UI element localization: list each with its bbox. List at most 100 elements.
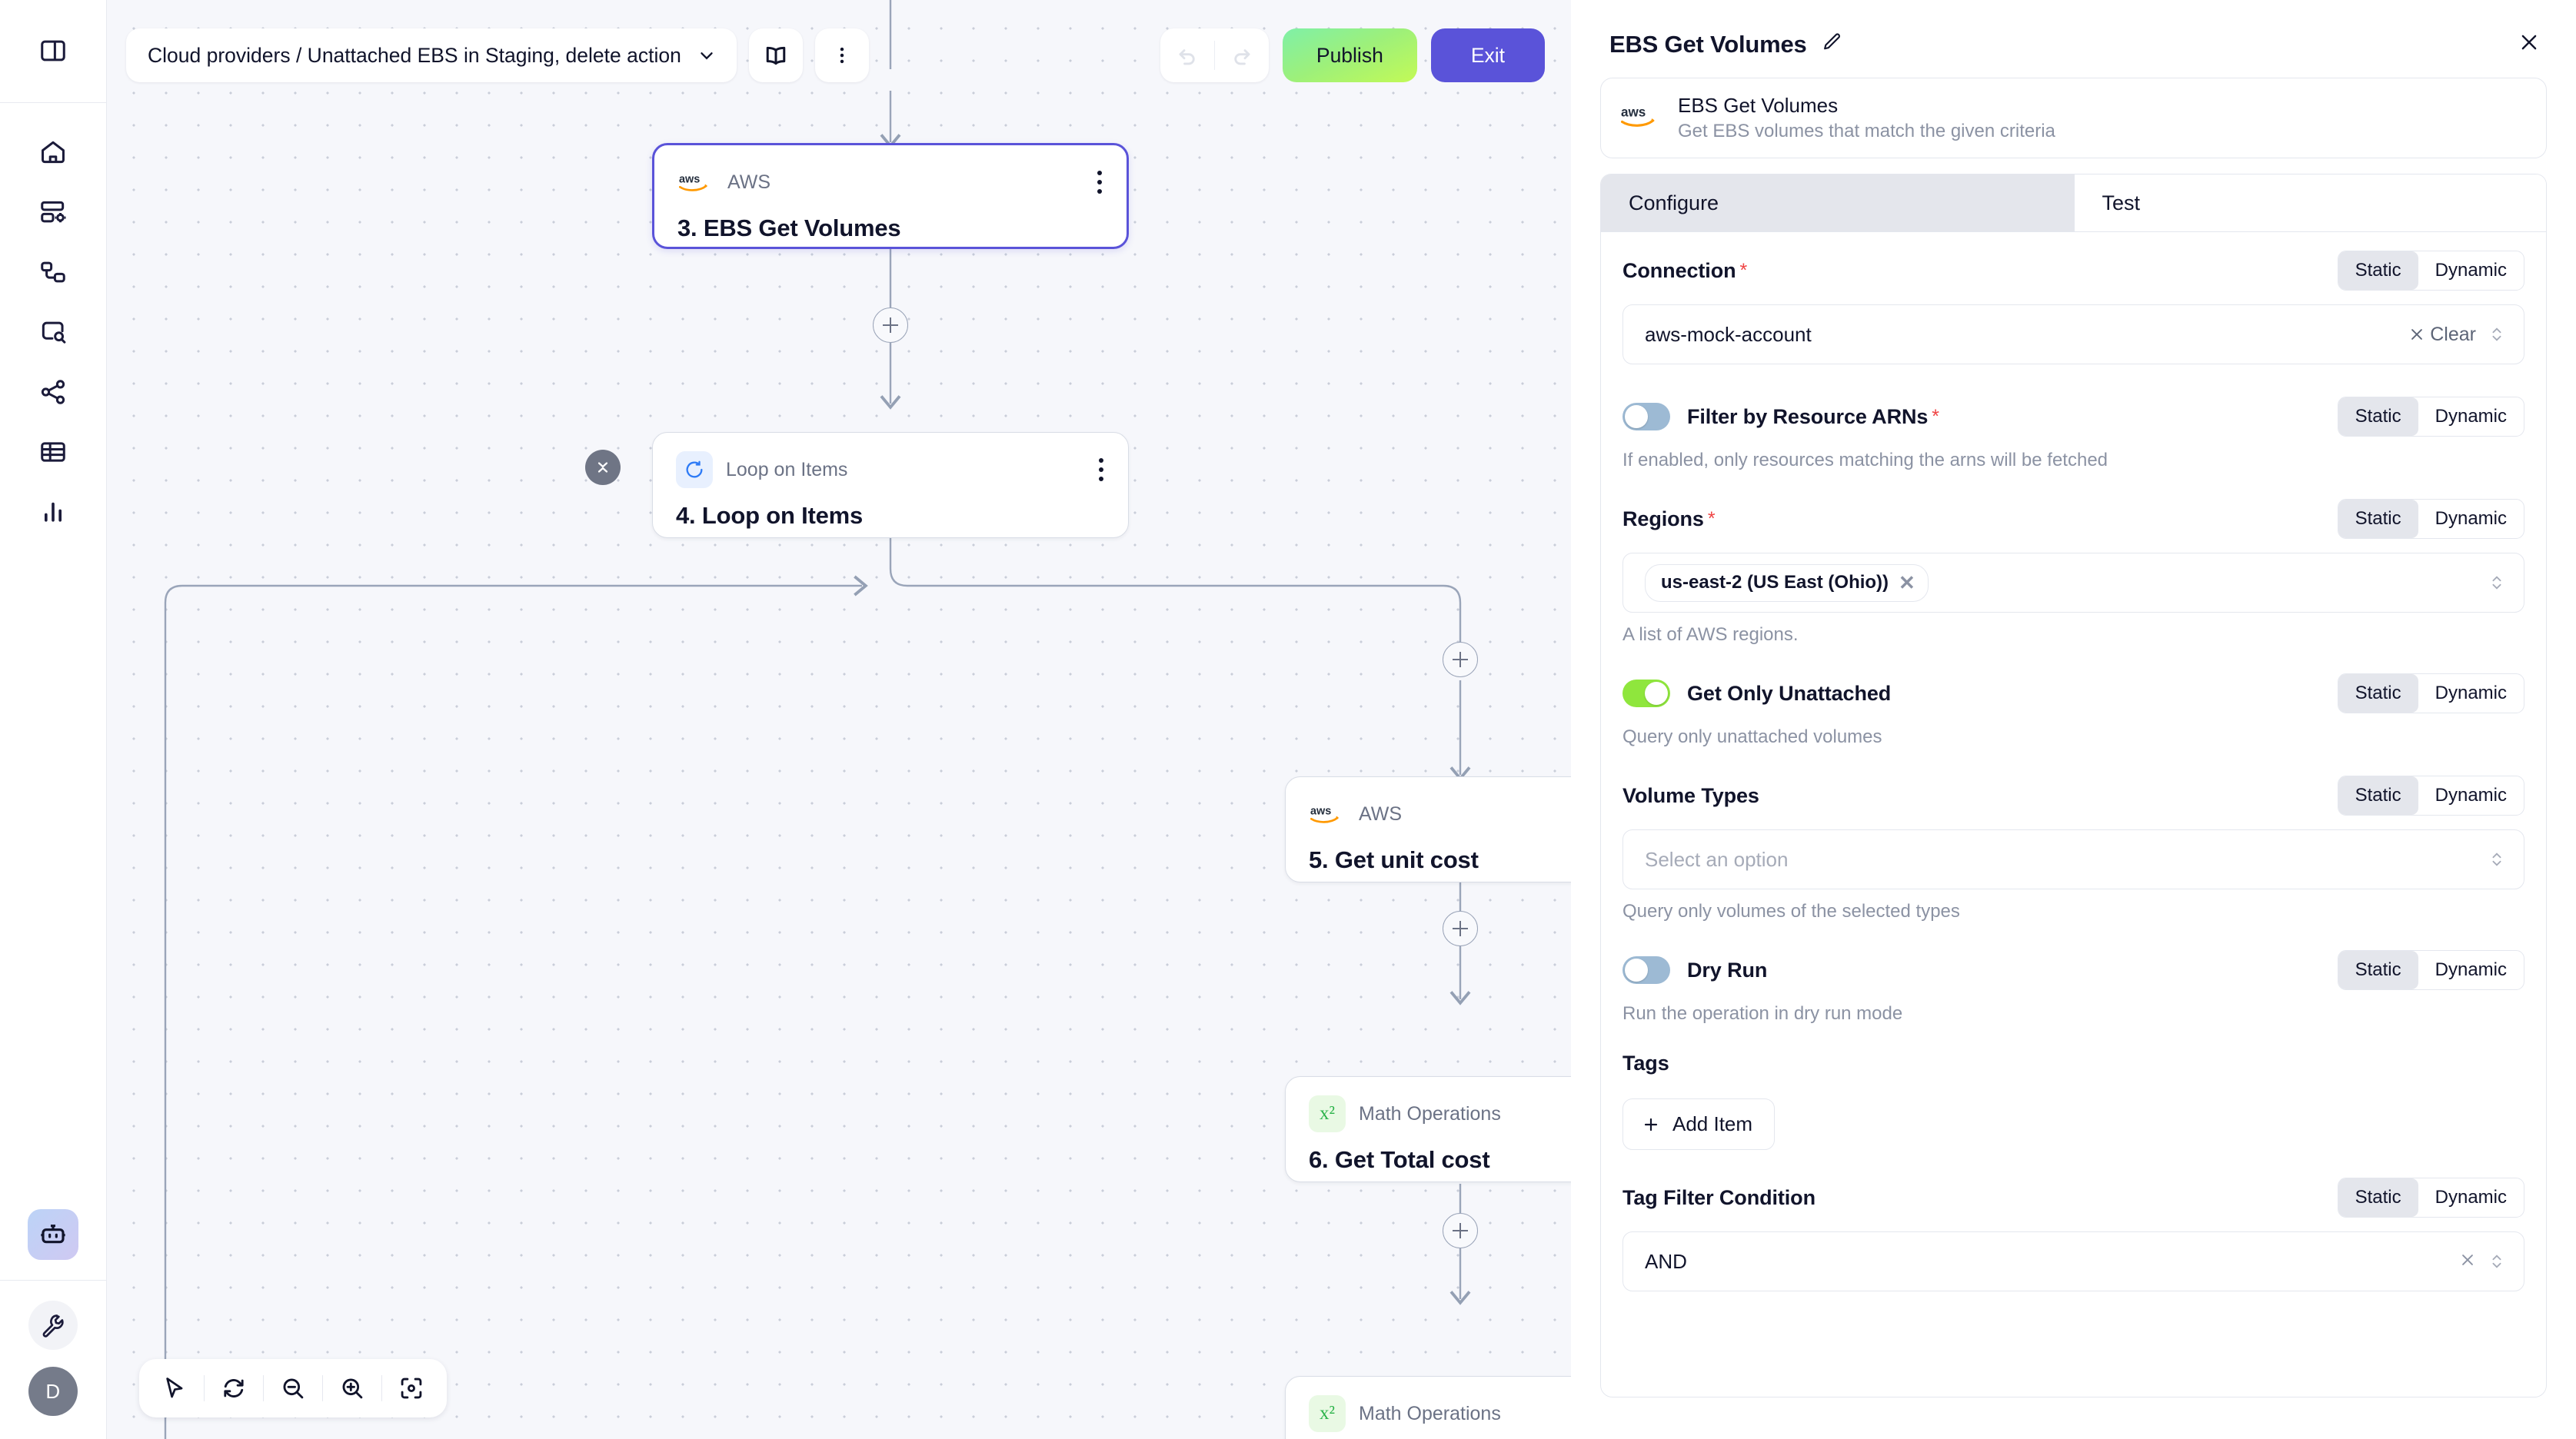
volume-types-hint: Query only volumes of the selected types	[1622, 901, 1960, 922]
add-step-button-1[interactable]	[873, 307, 908, 343]
panel-tabs: Configure Test	[1600, 174, 2547, 231]
workflow-canvas[interactable]: Cloud providers / Unattached EBS in Stag…	[107, 0, 1571, 1439]
add-step-button-4[interactable]	[1443, 1213, 1478, 1248]
connection-chevron-updown-icon[interactable]	[2488, 324, 2505, 344]
volume-types-mode-static[interactable]: Static	[2338, 776, 2418, 815]
zoom-in-tool-icon[interactable]	[323, 1359, 381, 1417]
chevron-down-icon	[701, 52, 713, 60]
sidebar-item-workflows[interactable]	[24, 243, 82, 301]
breadcrumb: Cloud providers / Unattached EBS in Stag…	[148, 43, 681, 67]
sidebar-item-integrations[interactable]	[24, 363, 82, 421]
required-marker: *	[1739, 259, 1748, 281]
undo-icon[interactable]	[1160, 28, 1214, 82]
workflow-node-ebs-get-volumes[interactable]: aws AWS 3. EBS Get Volumes	[652, 143, 1129, 249]
spacer	[1622, 364, 2524, 395]
regions-chevron-updown-icon[interactable]	[2488, 573, 2505, 593]
connection-mode-dynamic[interactable]: Dynamic	[2435, 260, 2507, 281]
regions-multiselect[interactable]: us-east-2 (US East (Ohio)) ✕	[1622, 553, 2524, 613]
cursor-select-tool-icon[interactable]	[145, 1359, 204, 1417]
volume-types-select[interactable]: Select an option	[1622, 829, 2524, 889]
get-only-unattached-mode-dynamic[interactable]: Dynamic	[2435, 683, 2507, 703]
field-row-regions: Regions * Static Dynamic	[1622, 497, 2524, 540]
tag-filter-condition-actions	[2459, 1251, 2505, 1272]
sidebar-item-dashboards[interactable]	[24, 183, 82, 241]
connection-select[interactable]: aws-mock-account Clear	[1622, 304, 2524, 364]
redo-icon[interactable]	[1215, 28, 1269, 82]
filter-arns-toggle[interactable]	[1622, 403, 1670, 430]
region-chip-remove-icon[interactable]: ✕	[1899, 570, 1915, 594]
collapse-loop-button[interactable]	[585, 450, 621, 485]
plus-icon	[1644, 1118, 1658, 1131]
wrench-icon[interactable]	[28, 1301, 78, 1350]
zoom-out-tool-icon[interactable]	[264, 1359, 322, 1417]
node-header: aws AWS	[654, 145, 1127, 201]
workflow-node-get-total-cost[interactable]: x² Math Operations 6. Get Total cost	[1285, 1076, 1571, 1182]
sidebar-item-tables[interactable]	[24, 423, 82, 481]
publish-button[interactable]: Publish	[1282, 28, 1417, 82]
node-type-label: Math Operations	[1359, 1102, 1501, 1125]
node-menu-icon[interactable]	[1094, 455, 1108, 484]
dry-run-mode-dynamic[interactable]: Dynamic	[2435, 959, 2507, 980]
workflow-node-get-unit-cost[interactable]: aws AWS 5. Get unit cost	[1285, 776, 1571, 882]
dry-run-mode-toggle: Static Dynamic	[2337, 950, 2524, 990]
math-x-squared-icon: x²	[1309, 1095, 1346, 1132]
add-item-button[interactable]: Add Item	[1622, 1098, 1776, 1150]
field-row-get-only-unattached: Get Only Unattached Static Dynamic	[1622, 672, 2524, 715]
tab-test[interactable]: Test	[2073, 174, 2546, 231]
connection-mode-static[interactable]: Static	[2338, 251, 2418, 290]
node-header: x² Math Operations	[1286, 1377, 1571, 1432]
close-x-icon[interactable]	[2511, 28, 2547, 61]
panel-left-icon[interactable]	[24, 22, 82, 80]
left-nav-rail: D	[0, 0, 107, 1439]
toolbar-separator	[263, 1375, 264, 1401]
tab-configure[interactable]: Configure	[1601, 174, 2074, 231]
node-menu-icon[interactable]	[1093, 168, 1107, 197]
regions-mode-static[interactable]: Static	[2338, 500, 2418, 538]
tag-filter-condition-clear-icon[interactable]	[2459, 1251, 2476, 1272]
connection-label: Connection	[1622, 258, 1736, 282]
filter-arns-mode-dynamic[interactable]: Dynamic	[2435, 406, 2507, 427]
dry-run-toggle[interactable]	[1622, 956, 1670, 984]
add-step-button-3[interactable]	[1443, 911, 1478, 946]
node-type-label: AWS	[727, 171, 771, 193]
auto-layout-tool-icon[interactable]	[205, 1359, 263, 1417]
connection-mode-toggle: Static Dynamic	[2337, 251, 2524, 291]
region-chip[interactable]: us-east-2 (US East (Ohio)) ✕	[1645, 563, 1929, 602]
workflow-node-loop-on-items[interactable]: Loop on Items 4. Loop on Items	[652, 432, 1129, 538]
volume-types-mode-dynamic[interactable]: Dynamic	[2435, 785, 2507, 806]
exit-button[interactable]: Exit	[1430, 28, 1545, 82]
tag-filter-condition-select[interactable]: AND	[1622, 1231, 2524, 1291]
canvas-top-toolbar: Cloud providers / Unattached EBS in Stag…	[126, 28, 869, 82]
workflow-node-math-operations-partial[interactable]: x² Math Operations	[1285, 1376, 1571, 1439]
avatar[interactable]: D	[28, 1367, 78, 1416]
connection-clear-button[interactable]: Clear	[2408, 324, 2476, 346]
filter-arns-mode-static[interactable]: Static	[2338, 397, 2418, 436]
volume-types-chevron-updown-icon[interactable]	[2488, 849, 2505, 869]
book-icon[interactable]	[748, 28, 803, 82]
tag-filter-condition-mode-static[interactable]: Static	[2338, 1178, 2418, 1217]
sidebar-item-explore[interactable]	[24, 303, 82, 361]
node-type-label: Math Operations	[1359, 1402, 1501, 1424]
field-row-filter-arns: Filter by Resource ARNs * Static Dynamic	[1622, 395, 2524, 438]
sidebar-item-home[interactable]	[24, 123, 82, 181]
regions-mode-dynamic[interactable]: Dynamic	[2435, 508, 2507, 529]
kebab-menu-icon[interactable]	[814, 28, 869, 82]
svg-text:aws: aws	[679, 174, 700, 186]
tag-filter-condition-mode-dynamic[interactable]: Dynamic	[2435, 1187, 2507, 1208]
fit-view-tool-icon[interactable]	[382, 1359, 441, 1417]
get-only-unattached-toggle[interactable]	[1622, 680, 1670, 707]
sidebar-item-analytics[interactable]	[24, 483, 82, 541]
aws-logo-icon: aws	[1309, 796, 1346, 832]
node-config-panel: EBS Get Volumes aws EBS	[1571, 0, 2576, 1439]
robot-icon[interactable]	[28, 1209, 78, 1260]
get-only-unattached-mode-static[interactable]: Static	[2338, 674, 2418, 713]
tag-filter-condition-chevron-updown-icon[interactable]	[2488, 1251, 2505, 1271]
add-step-button-2[interactable]	[1443, 642, 1478, 677]
pencil-edit-icon[interactable]	[1821, 32, 1842, 57]
node-summary-subtitle: Get EBS volumes that match the given cri…	[1678, 121, 2055, 141]
dry-run-mode-static[interactable]: Static	[2338, 951, 2418, 989]
svg-text:aws: aws	[1310, 806, 1331, 818]
spacer	[1622, 748, 2524, 774]
breadcrumb-dropdown[interactable]: Cloud providers / Unattached EBS in Stag…	[126, 28, 737, 82]
